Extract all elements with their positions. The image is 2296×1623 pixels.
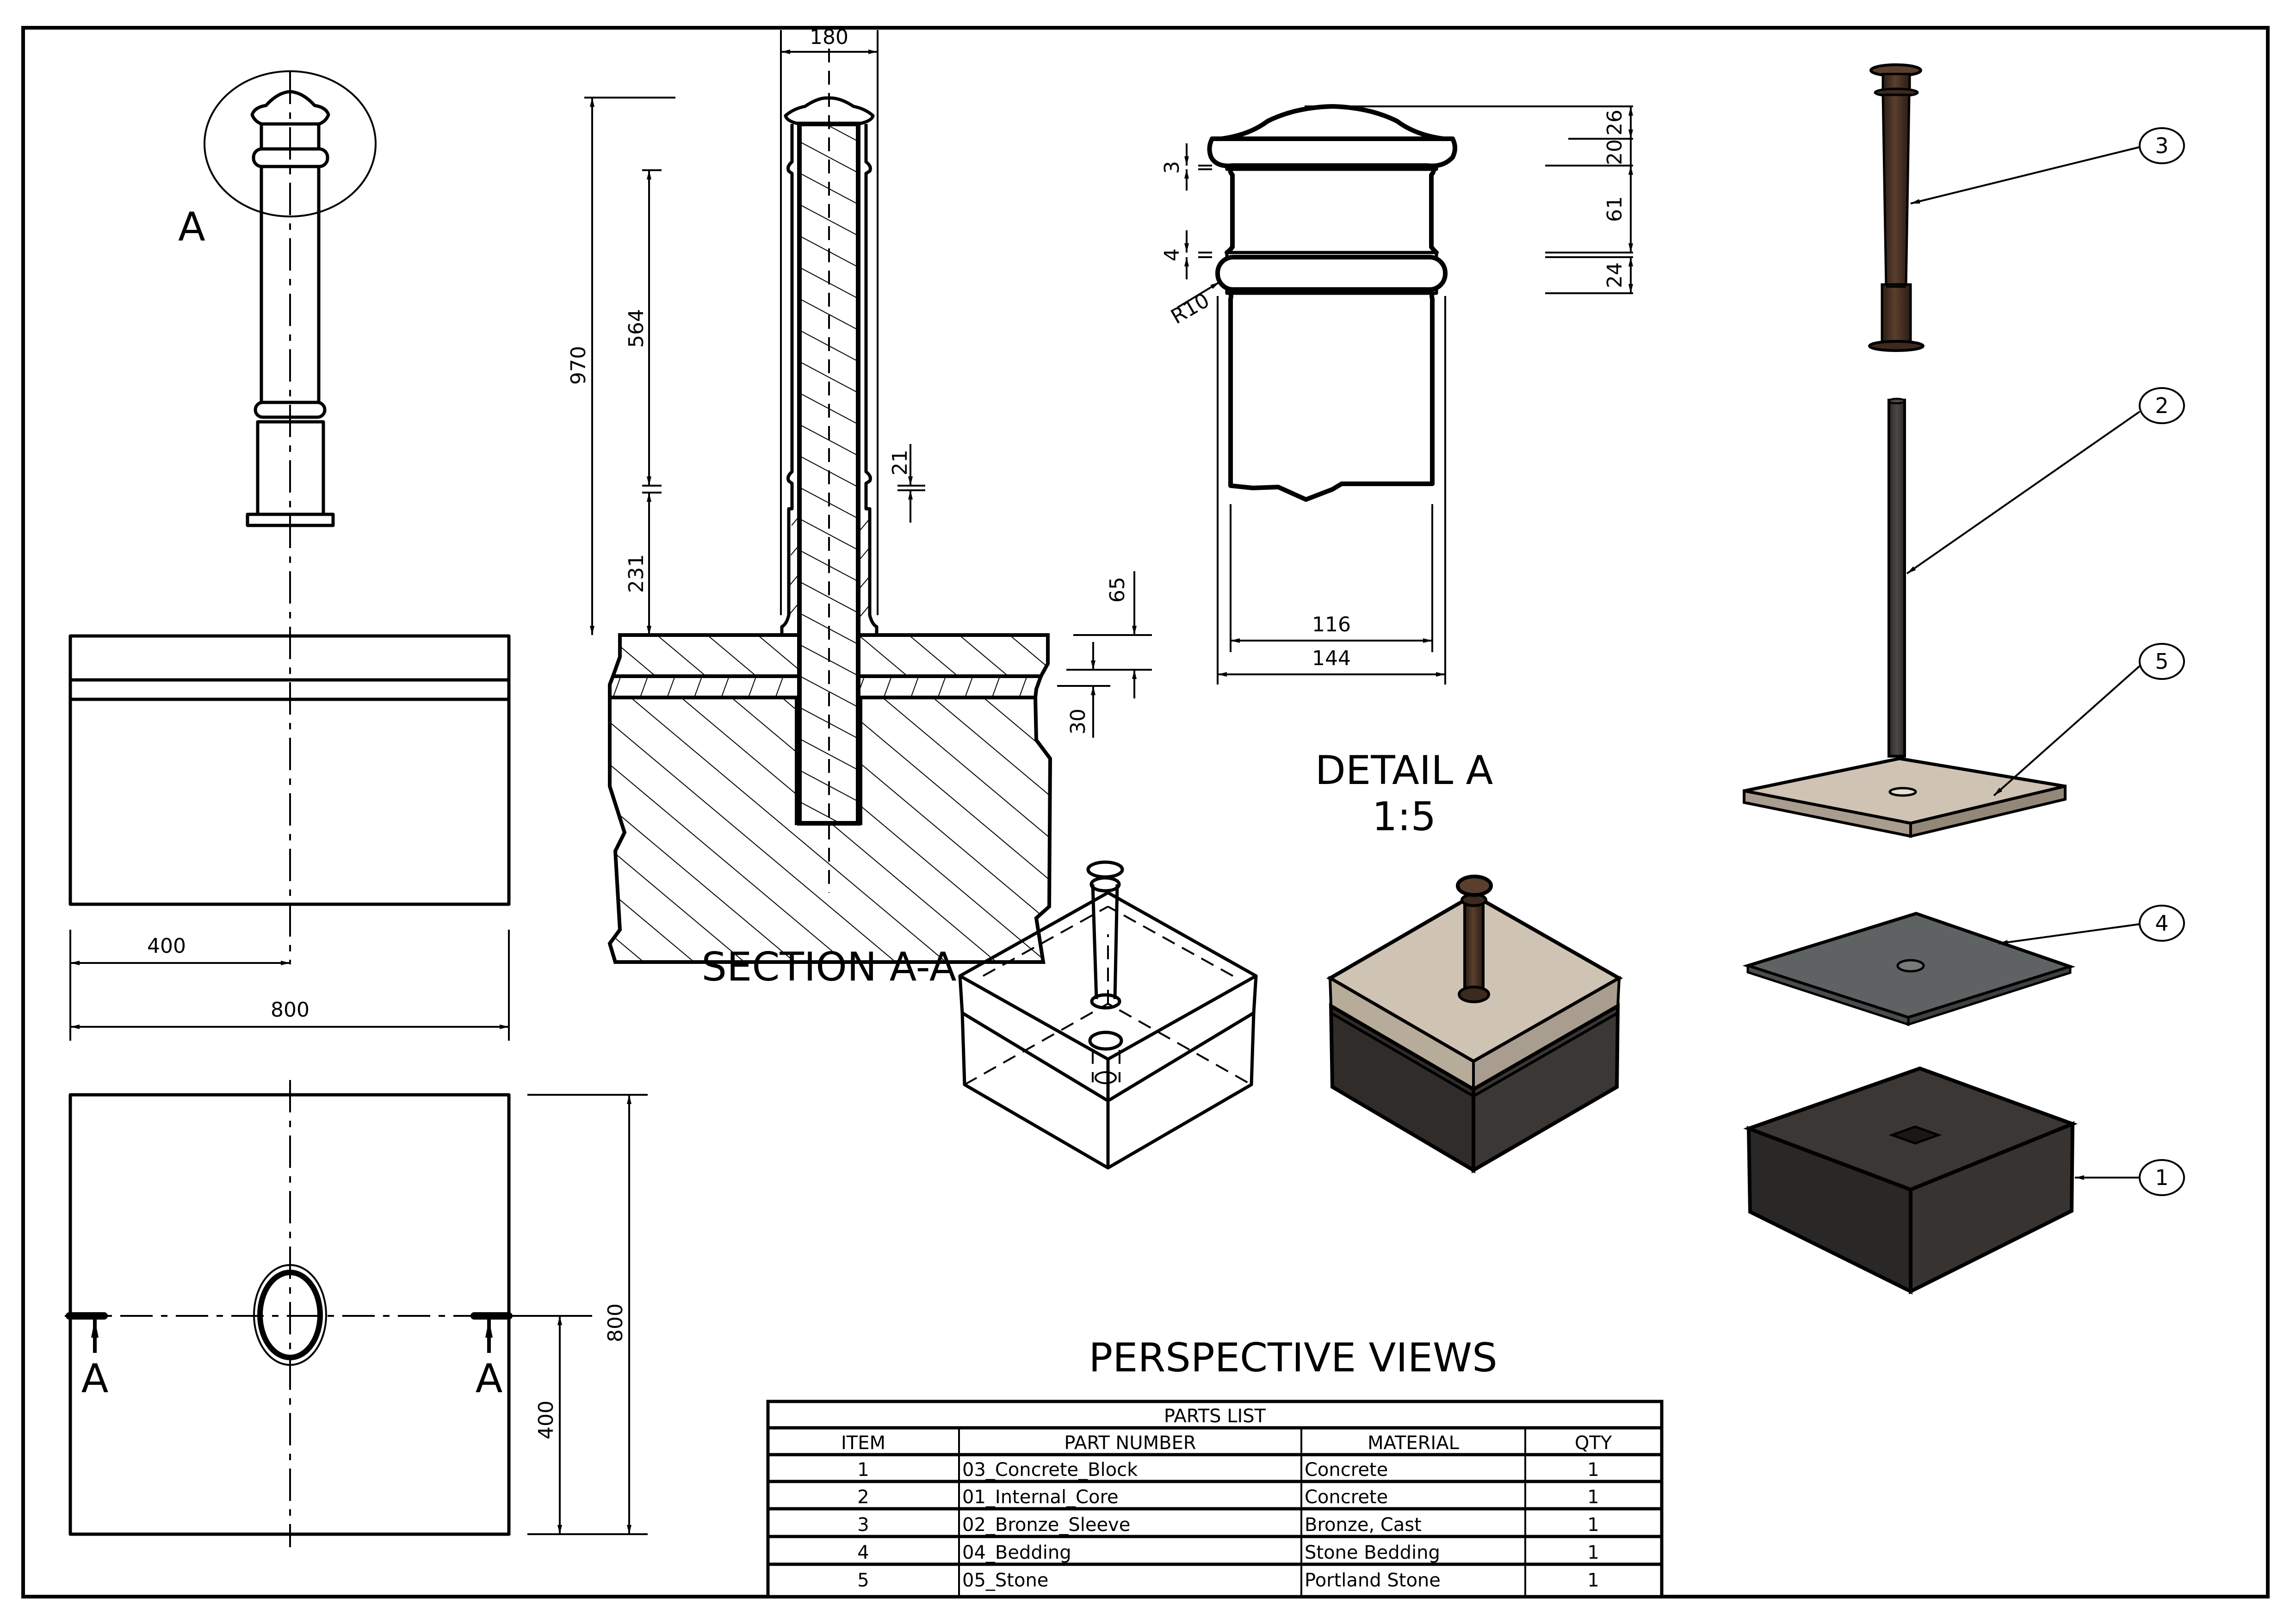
table-row: 5 05_Stone Portland Stone 1 xyxy=(857,1570,1599,1591)
column-header-qty: QTY xyxy=(1575,1432,1612,1454)
cell-qty: 1 xyxy=(1587,1570,1599,1591)
parts-list-title: PARTS LIST xyxy=(1164,1406,1266,1427)
detail-dome xyxy=(1219,104,1446,141)
cell-qty: 1 xyxy=(1587,1514,1599,1536)
detail-scale-group: DETAIL A 1:5 xyxy=(1315,747,1493,840)
dim-400-vertical: 400 xyxy=(534,1401,558,1439)
cell-item: 3 xyxy=(857,1514,869,1536)
exploded-bronze-sleeve xyxy=(1868,63,1925,352)
section-stone xyxy=(610,633,801,678)
cell-part-number: 02_Bronze_Sleeve xyxy=(962,1514,1130,1536)
cell-material: Concrete xyxy=(1305,1487,1388,1508)
detail-circle xyxy=(204,70,377,217)
cell-qty: 1 xyxy=(1587,1542,1599,1563)
perspective-wireframe xyxy=(958,860,1258,1170)
detail-cap xyxy=(1207,136,1457,168)
cell-part-number: 04_Bedding xyxy=(962,1542,1071,1563)
detail-neck xyxy=(1225,167,1439,255)
section-title: SECTION A-A xyxy=(701,944,956,990)
exploded-view: 3 2 5 4 1 xyxy=(1742,63,2185,1295)
dim-30: 30 xyxy=(1066,709,1090,734)
table-row: 2 01_Internal_Core Concrete 1 xyxy=(857,1487,1599,1508)
column-header-item: ITEM xyxy=(841,1432,885,1454)
detail-ring xyxy=(1215,255,1448,292)
dim-144: 144 xyxy=(1312,647,1351,670)
exploded-concrete-block xyxy=(1743,1066,2078,1295)
section-view: 180 970 564 231 21 65 30 SECTION A-A xyxy=(567,25,1152,990)
column-header-part-number: PART NUMBER xyxy=(1064,1432,1196,1454)
table-row: 1 03_Concrete_Block Concrete 1 xyxy=(857,1459,1599,1481)
perspective-title: PERSPECTIVE VIEWS xyxy=(1089,1335,1497,1381)
detail-scale: 1:5 xyxy=(1372,794,1436,840)
detail-title: DETAIL A xyxy=(1315,747,1493,794)
parts-list-table: PARTS LIST ITEM PART NUMBER MATERIAL QTY… xyxy=(766,1400,1664,1598)
cell-item: 1 xyxy=(857,1459,869,1481)
rendered-block-right xyxy=(1472,1003,1620,1173)
dim-26: 26 xyxy=(1603,110,1627,136)
balloon-item-4: 4 xyxy=(1998,905,2185,945)
top-view: A A 800 400 xyxy=(65,1080,648,1547)
detail-marker-label: A xyxy=(178,204,205,250)
bollard-plan-outer xyxy=(253,1264,327,1366)
dim-970: 970 xyxy=(567,346,590,385)
dim-116: 116 xyxy=(1312,613,1351,636)
dim-20: 20 xyxy=(1603,139,1627,165)
dim-400-horizontal: 400 xyxy=(147,934,186,958)
section-bedding xyxy=(608,674,801,699)
section-marker-left: A xyxy=(81,1356,109,1402)
balloon-item-2: 2 xyxy=(1906,387,2185,574)
dim-24: 24 xyxy=(1603,262,1627,288)
cell-item: 5 xyxy=(857,1570,869,1591)
detail-view: 26 20 61 24 3 4 R10 116 144 xyxy=(1160,104,1633,685)
svg-text:3: 3 xyxy=(2155,133,2168,158)
table-row: 4 04_Bedding Stone Bedding 1 xyxy=(857,1542,1599,1563)
exploded-bedding xyxy=(1742,912,2076,1026)
section-sleeve-right xyxy=(828,96,879,637)
dim-4: 4 xyxy=(1160,248,1184,261)
dim-3: 3 xyxy=(1160,161,1184,174)
rendered-bollard-shaft xyxy=(1463,898,1485,996)
cell-part-number: 03_Concrete_Block xyxy=(962,1459,1138,1481)
cell-material: Concrete xyxy=(1305,1459,1388,1481)
perspective-rendered xyxy=(1326,875,1623,1174)
cell-material: Stone Bedding xyxy=(1305,1542,1440,1563)
front-view: A 400 800 xyxy=(68,70,511,1041)
dim-180: 180 xyxy=(810,25,848,49)
rendered-bollard-cap xyxy=(1456,875,1493,897)
dim-564: 564 xyxy=(625,309,648,348)
detail-shaft xyxy=(1228,291,1435,502)
cell-item: 4 xyxy=(857,1542,869,1563)
dim-61: 61 xyxy=(1603,196,1627,222)
column-header-material: MATERIAL xyxy=(1368,1432,1459,1454)
cell-material: Bronze, Cast xyxy=(1305,1514,1422,1536)
svg-text:4: 4 xyxy=(2155,911,2168,936)
dim-r10: R10 xyxy=(1167,289,1213,329)
exploded-internal-core xyxy=(1888,398,1906,758)
balloon-item-1: 1 xyxy=(2075,1159,2185,1196)
bollard-plan-inner xyxy=(257,1270,323,1360)
cell-item: 2 xyxy=(857,1487,869,1508)
dim-65: 65 xyxy=(1106,577,1129,603)
cell-qty: 1 xyxy=(1587,1459,1599,1481)
svg-text:2: 2 xyxy=(2155,393,2168,418)
dim-800-vertical: 800 xyxy=(604,1303,627,1342)
cell-part-number: 01_Internal_Core xyxy=(962,1487,1119,1508)
dim-800-horizontal: 800 xyxy=(271,998,309,1022)
section-marker-right: A xyxy=(476,1356,503,1402)
svg-text:5: 5 xyxy=(2155,649,2168,674)
cell-material: Portland Stone xyxy=(1305,1570,1441,1591)
cell-part-number: 05_Stone xyxy=(962,1570,1048,1591)
table-row: 3 02_Bronze_Sleeve Bronze, Cast 1 xyxy=(857,1514,1599,1536)
exploded-stone xyxy=(1743,757,2067,838)
dim-231: 231 xyxy=(625,554,648,593)
svg-text:1: 1 xyxy=(2155,1165,2168,1190)
balloon-item-5: 5 xyxy=(1993,643,2185,796)
dim-21: 21 xyxy=(888,450,912,475)
balloon-item-3: 3 xyxy=(1910,127,2185,204)
cell-qty: 1 xyxy=(1587,1487,1599,1508)
section-sleeve-left xyxy=(780,96,829,637)
